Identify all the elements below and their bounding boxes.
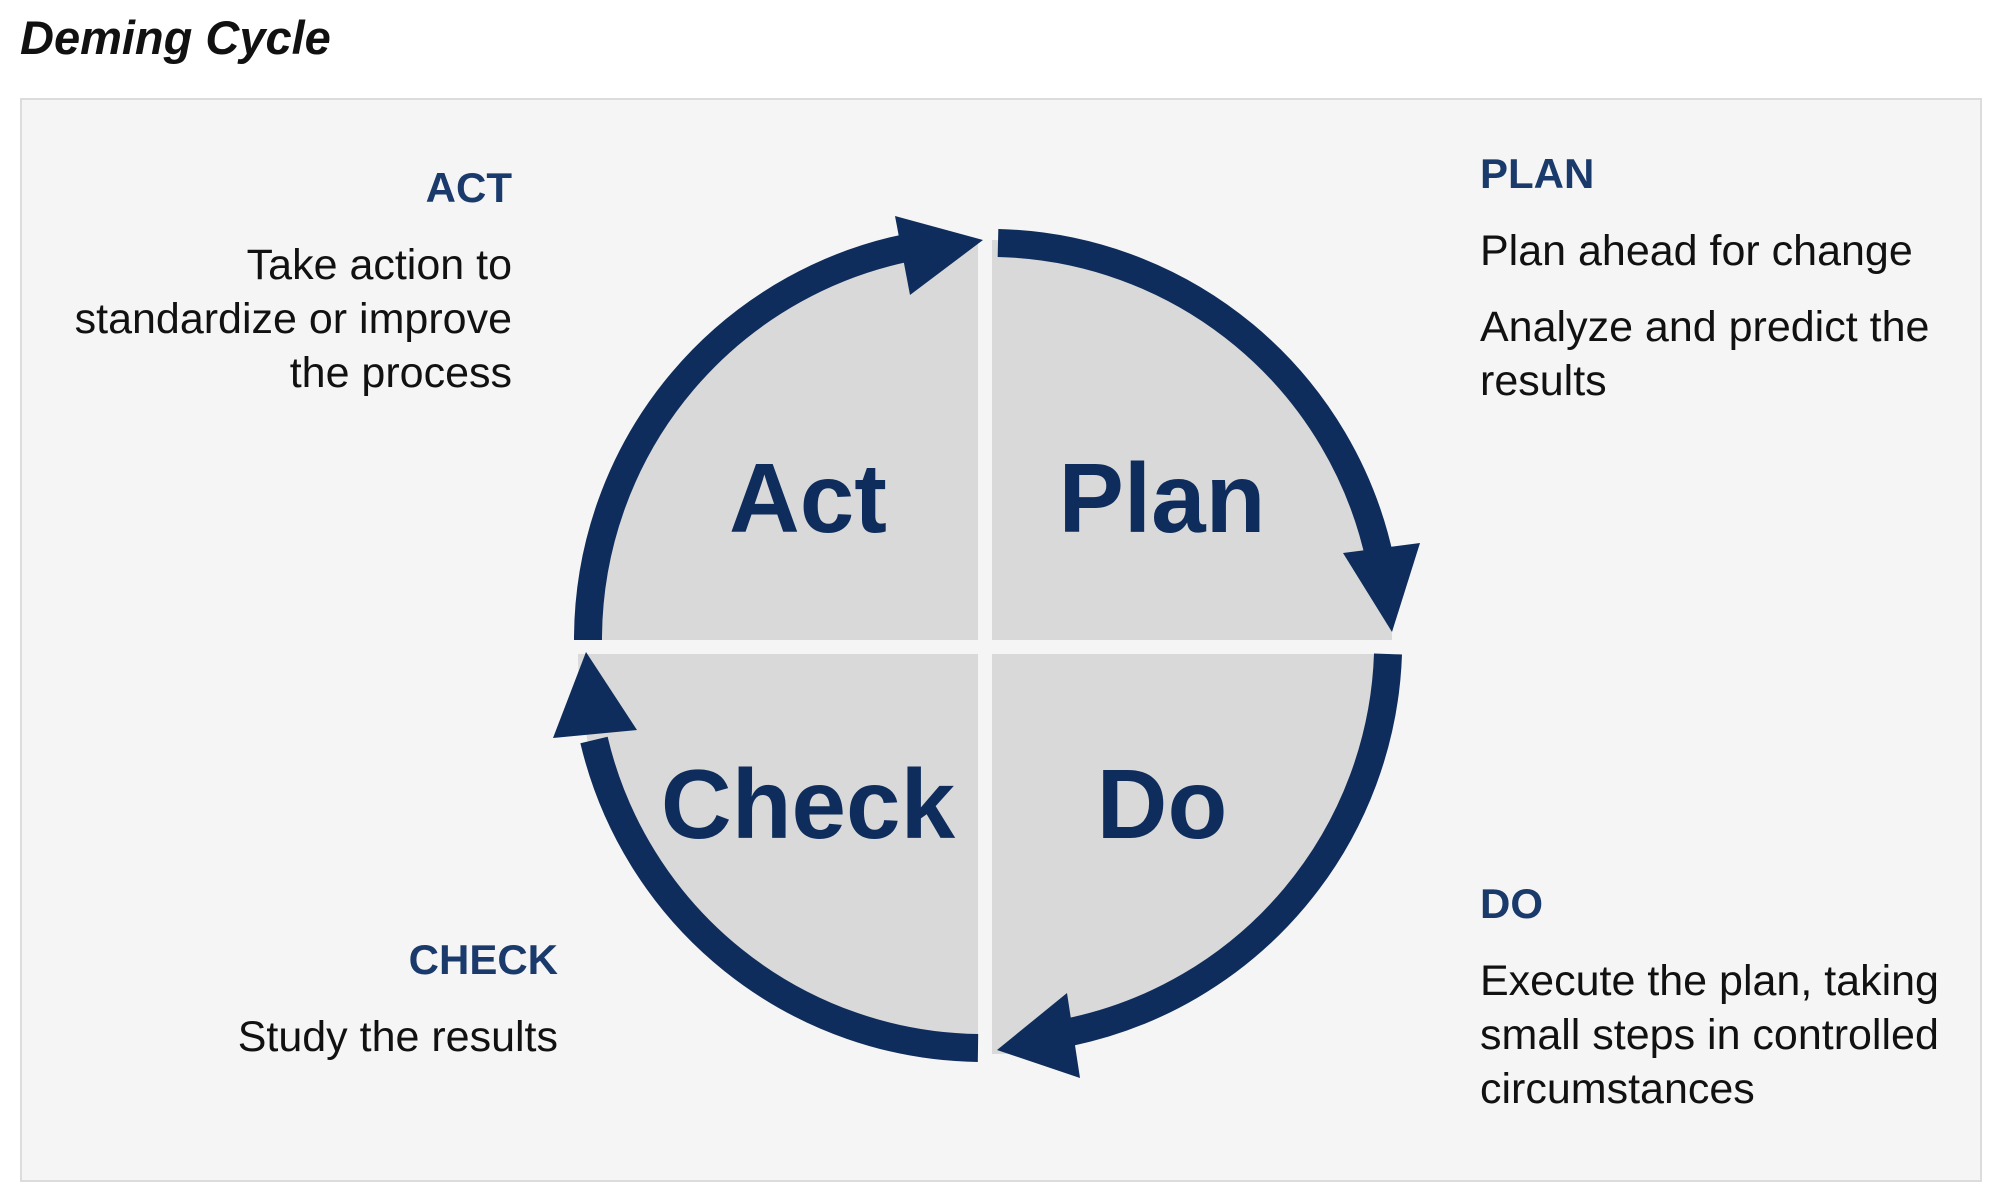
act-text: Take action to standardize or improve th…: [74, 241, 512, 397]
plan-heading: PLAN: [1480, 150, 1595, 197]
do-description: DO Execute the plan, taking small steps …: [1480, 880, 1980, 1138]
plan-description: PLAN Plan ahead for change Analyze and p…: [1480, 150, 1980, 430]
do-heading: DO: [1480, 880, 1543, 927]
arrowhead-to-plan: [895, 216, 983, 295]
quadrant-do: [992, 654, 1392, 1054]
plan-text-2: Analyze and predict the results: [1480, 303, 1930, 405]
check-text: Study the results: [237, 1013, 558, 1061]
quadrant-label-check: Check: [661, 749, 956, 859]
quadrant-act: [578, 240, 978, 640]
plan-text-1: Plan ahead for change: [1480, 227, 1913, 275]
check-description: CHECK Study the results: [38, 936, 558, 1086]
arc-plan-to-do: [997, 229, 1394, 563]
arc-act-to-plan: [573, 231, 925, 641]
arrowhead-to-act: [553, 652, 637, 738]
quadrant-plan: [992, 240, 1392, 640]
page-title: Deming Cycle: [20, 11, 331, 64]
arrowhead-to-check: [997, 993, 1080, 1078]
act-heading: ACT: [425, 164, 512, 211]
act-description: ACT Take action to standardize or improv…: [0, 164, 512, 422]
arc-check-to-act: [580, 736, 979, 1062]
quadrant-check: [578, 654, 978, 1054]
quadrant-label-act: Act: [729, 443, 887, 553]
check-heading: CHECK: [408, 936, 558, 983]
do-text: Execute the plan, taking small steps in …: [1480, 957, 1939, 1113]
arrowhead-to-do: [1343, 543, 1420, 632]
quadrant-label-do: Do: [1097, 749, 1228, 859]
arc-do-to-check: [1067, 653, 1402, 1046]
quadrant-label-plan: Plan: [1059, 443, 1266, 553]
